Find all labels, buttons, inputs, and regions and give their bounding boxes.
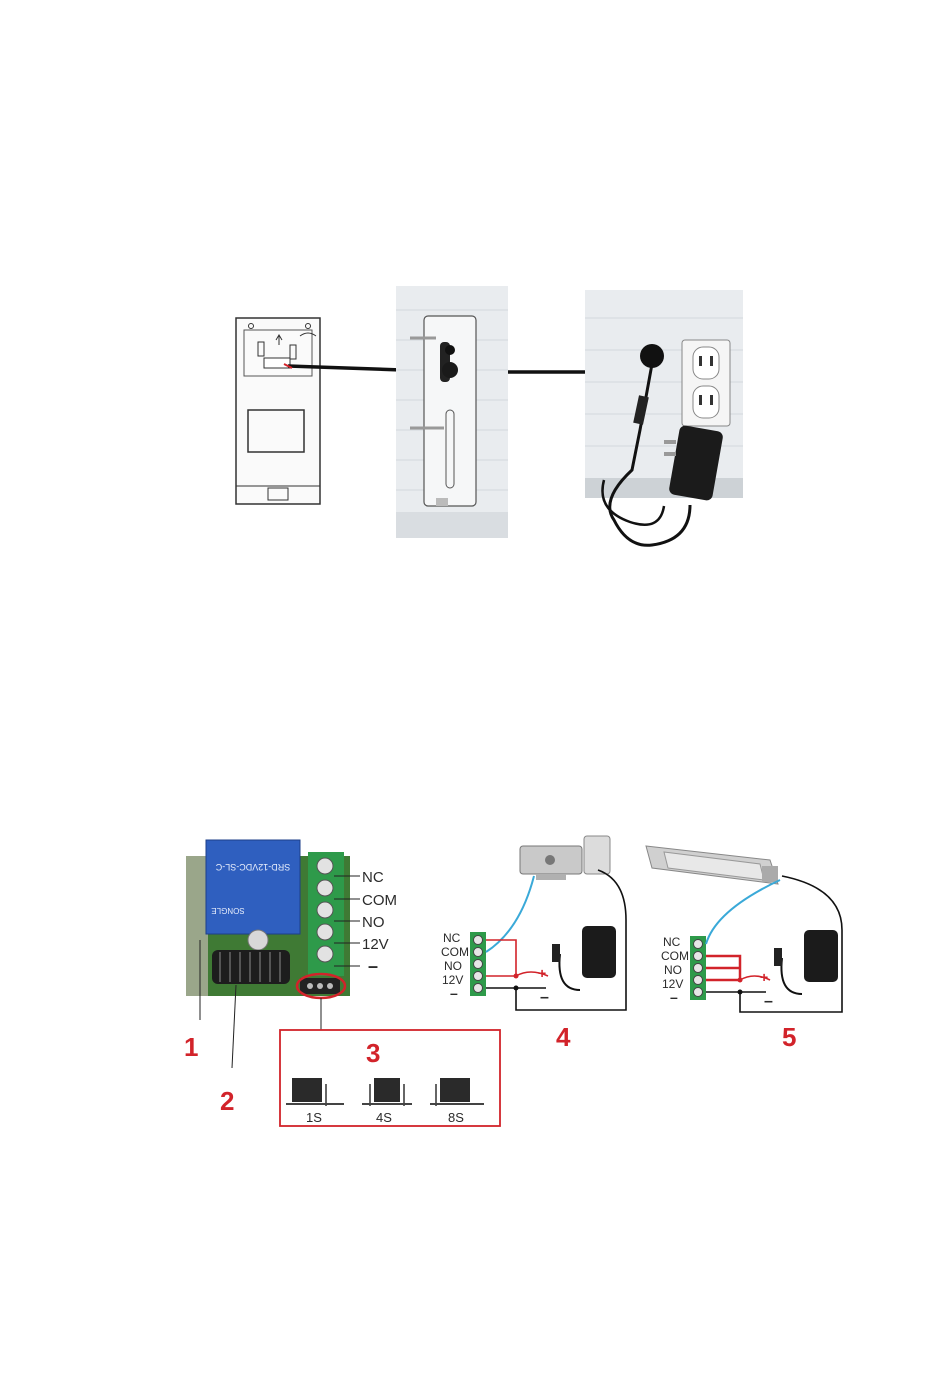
jumper-label-1s: 1S [306, 1110, 322, 1125]
w5-label-com: COM [661, 949, 689, 963]
power-outlet-wall [585, 290, 743, 545]
jumper-options-box: 3 1S 4S 8S [280, 1030, 500, 1126]
jumper-header [300, 978, 340, 994]
terminal-block [308, 852, 344, 976]
keypad-back-view [236, 318, 320, 504]
w4-label-minus: – [450, 985, 458, 1001]
w5-label-minus: – [670, 989, 678, 1005]
callout-1: 1 [184, 1032, 198, 1062]
antenna-coil [212, 950, 290, 984]
w5-plus: + [760, 969, 768, 985]
w5-label-nc: NC [663, 935, 681, 949]
w4-label-nc: NC [443, 931, 461, 945]
relay-print-brand: SONGLE [211, 906, 244, 915]
callout-3: 3 [366, 1038, 380, 1068]
jumper-label-8s: 8S [448, 1110, 464, 1125]
terminal-label-12v: 12V [362, 936, 389, 953]
installation-illustration [236, 286, 743, 545]
magnetic-lock [646, 846, 778, 884]
jumper-label-4s: 4S [376, 1110, 392, 1125]
relay-print-model: SRD-12VDC-SL-C [215, 862, 290, 872]
terminal-label-nc: NC [362, 869, 384, 886]
power-adapter-4 [552, 926, 616, 990]
callout-5: 5 [782, 1022, 796, 1052]
wiring-diagram-5: NC COM NO 12V – + – 5 [646, 846, 842, 1052]
w5-label-no: NO [664, 963, 682, 977]
power-adapter-5 [774, 930, 838, 994]
w4-label-com: COM [441, 945, 469, 959]
wall-mounting-plate [396, 286, 508, 538]
w4-minus: – [540, 989, 549, 1006]
w4-plus: + [538, 965, 546, 981]
terminal-label-no: NO [362, 914, 385, 931]
terminal-label-minus: – [368, 956, 378, 976]
w4-label-no: NO [444, 959, 462, 973]
terminal-label-com: COM [362, 892, 397, 909]
electric-strike-lock [520, 836, 610, 880]
callout-4: 4 [556, 1022, 571, 1052]
wiring-diagram-4: NC COM NO 12V – + – 4 [441, 836, 626, 1052]
w5-minus: – [764, 993, 773, 1010]
callout-2: 2 [220, 1086, 234, 1116]
